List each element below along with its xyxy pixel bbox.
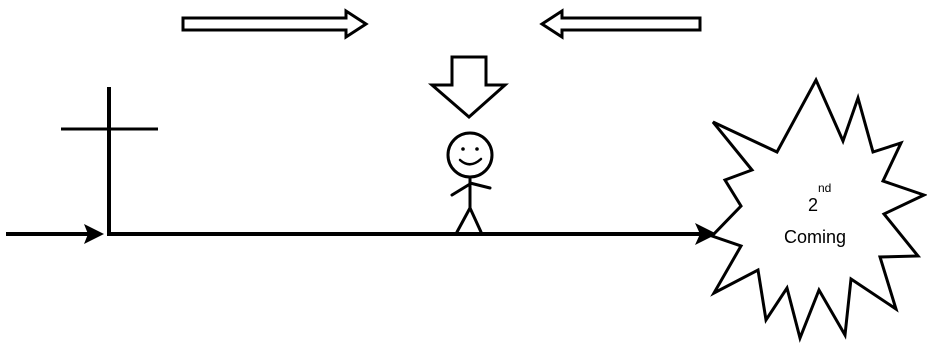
hollow-down-arrow-icon <box>427 55 509 119</box>
ordinal-number: 2 <box>808 195 818 215</box>
hollow-right-arrow-icon <box>181 8 369 40</box>
stick-figure-icon <box>446 131 494 234</box>
ordinal-suffix: nd <box>818 181 831 195</box>
cross-icon <box>61 87 158 234</box>
coming-label: Coming <box>784 227 846 247</box>
hollow-left-arrow-icon <box>539 8 702 40</box>
incoming-arrow <box>6 224 104 244</box>
starburst-icon <box>709 76 927 343</box>
timeline-arrow <box>107 223 717 245</box>
